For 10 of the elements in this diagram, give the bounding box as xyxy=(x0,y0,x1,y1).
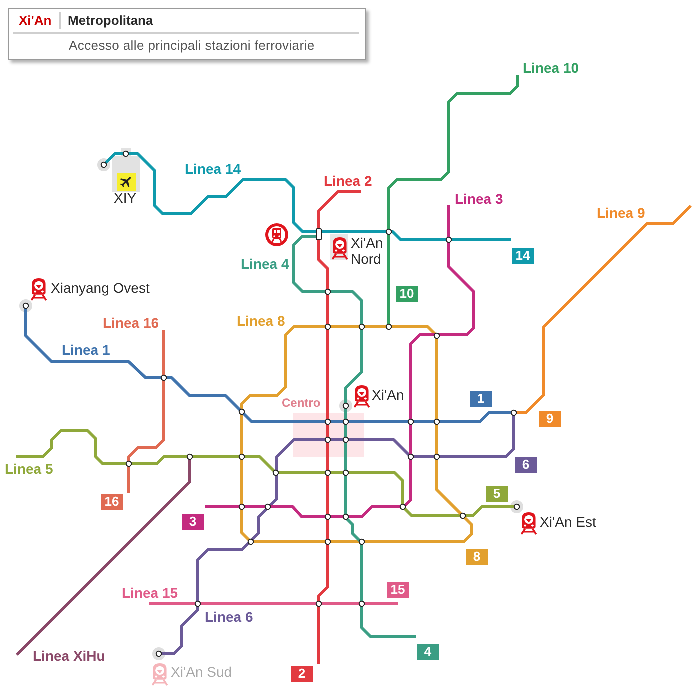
line-name: Linea 10 xyxy=(523,60,580,76)
line-number-badge: 2 xyxy=(291,666,313,682)
line-number-badge: 9 xyxy=(539,411,561,427)
station-name: Xi'An Sud xyxy=(171,664,232,680)
station-name: Xi'An Est xyxy=(540,514,596,530)
subtitle: Accesso alle principali stazioni ferroviarie xyxy=(69,38,315,54)
line-name: Linea 9 xyxy=(597,205,646,221)
map-title: Metropolitana xyxy=(68,13,154,29)
city-name: Xi'An xyxy=(19,13,52,29)
title-panel xyxy=(8,8,366,60)
